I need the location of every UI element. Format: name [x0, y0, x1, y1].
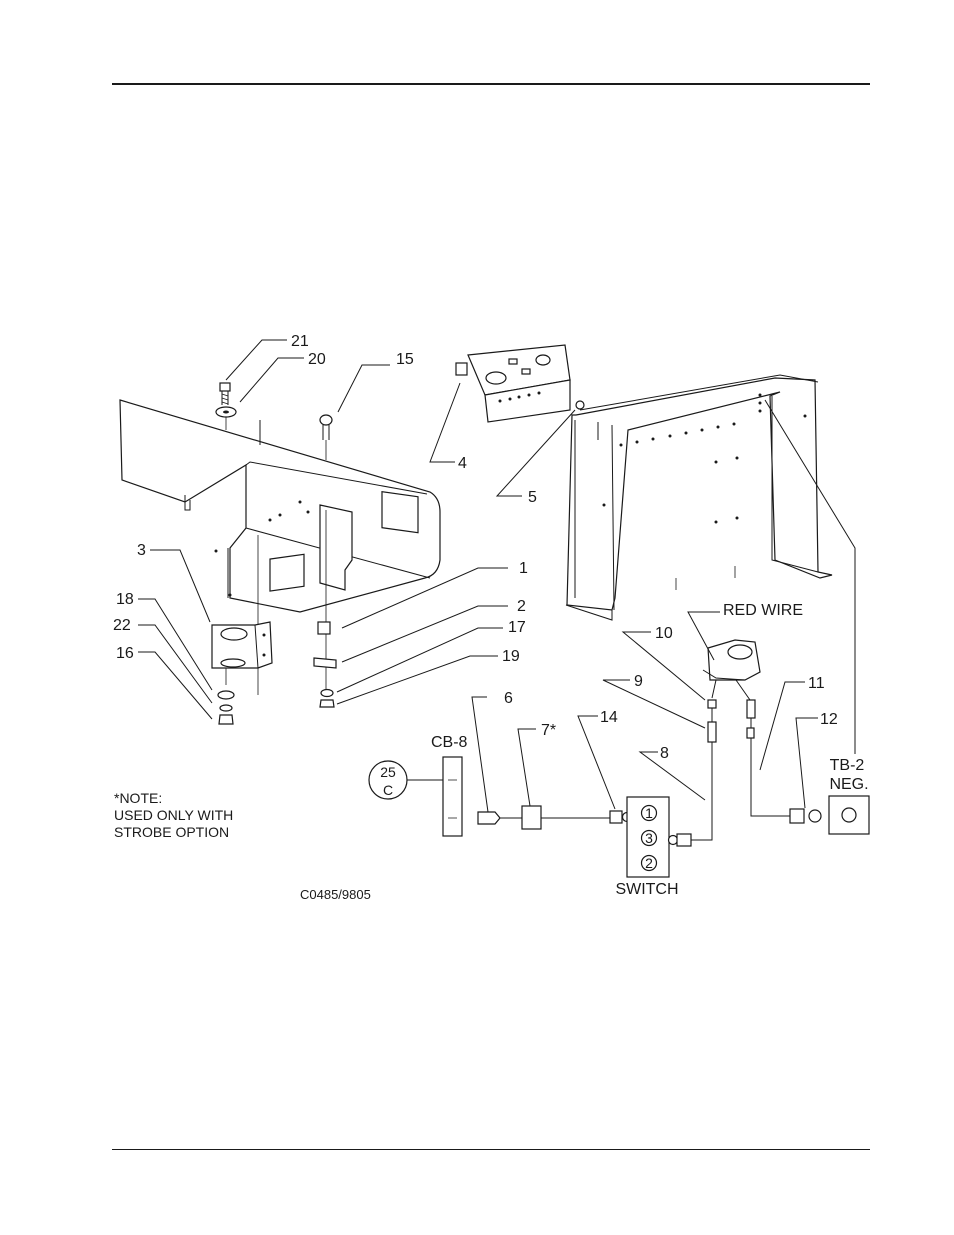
- connector-10: [707, 699, 717, 709]
- callout-numbers: 21 20 15 4 5 3 1 2 17 19 18 22 16 10 9 6…: [113, 333, 838, 762]
- callout-7-star: 7*: [541, 722, 556, 739]
- right-chassis: [565, 374, 833, 621]
- panel-bracket: [319, 504, 353, 591]
- switch-pin-3: [640, 829, 658, 847]
- callout-18: 18: [116, 591, 134, 608]
- callout-5: 5: [528, 489, 537, 506]
- breaker-rating-top: 25: [380, 764, 396, 780]
- callout-22: 22: [113, 617, 131, 634]
- connector-7: [521, 805, 542, 830]
- connector-11-lower: [746, 727, 755, 739]
- callout-19: 19: [502, 648, 520, 665]
- switch-pin-2: [640, 854, 658, 872]
- washer-18: [217, 690, 235, 700]
- note-line-3: STROBE OPTION: [114, 824, 229, 840]
- terminal-12: [789, 808, 805, 824]
- left-panel-assembly: [119, 399, 441, 695]
- connector-9: [707, 721, 717, 743]
- panel-window-lower: [269, 553, 305, 592]
- footer-rule: [112, 1149, 870, 1150]
- switch-label: SWITCH: [615, 881, 678, 898]
- terminal-8-ring: [667, 834, 679, 846]
- clip-4: [455, 362, 468, 376]
- drawing-code: C0485/9805: [300, 887, 371, 902]
- callout-3: 3: [137, 542, 146, 559]
- callout-11: 11: [808, 675, 825, 692]
- note-line-2: USED ONLY WITH: [114, 807, 233, 823]
- terminal-14: [609, 810, 623, 824]
- switch-pin-1-label: 1: [645, 805, 653, 821]
- header-rule: [112, 83, 870, 85]
- callout-9: 9: [634, 673, 643, 690]
- red-wire-bracket: [702, 639, 761, 701]
- callout-2: 2: [517, 598, 526, 615]
- nut-19: [319, 699, 335, 708]
- callout-4: 4: [458, 455, 467, 472]
- breaker-rating-bottom: C: [383, 782, 393, 798]
- terminal-6: [477, 811, 501, 825]
- breaker-cb8: [407, 756, 463, 837]
- clip-2: [313, 657, 337, 669]
- callout-20: 20: [308, 351, 326, 368]
- panel-window-upper: [381, 491, 419, 534]
- washer-17: [320, 688, 334, 698]
- tb2-neg-label: NEG.: [829, 776, 868, 793]
- cb8-label: CB-8: [431, 734, 468, 751]
- switch-pin-2-label: 2: [645, 855, 653, 871]
- screw-21: [219, 382, 231, 405]
- switch-pin-1: [640, 804, 658, 822]
- strobe-note: *NOTE: USED ONLY WITH STROBE OPTION: [114, 790, 233, 840]
- callout-15: 15: [396, 351, 414, 368]
- callout-12: 12: [820, 711, 838, 728]
- terminal-8: [676, 833, 692, 847]
- connector-11-upper: [746, 699, 756, 719]
- note-line-1: *NOTE:: [114, 790, 162, 806]
- clip-1: [317, 621, 331, 635]
- callout-16: 16: [116, 645, 134, 662]
- nut-16: [218, 714, 234, 725]
- bracket-3: [211, 621, 273, 685]
- switch-pin-3-label: 3: [645, 830, 653, 846]
- tb2-label: TB-2: [830, 757, 865, 774]
- callout-21: 21: [291, 333, 309, 350]
- callout-10: 10: [655, 625, 673, 642]
- nut-5: [575, 400, 585, 410]
- callout-8: 8: [660, 745, 669, 762]
- callout-14: 14: [600, 709, 618, 726]
- callout-6: 6: [504, 690, 513, 707]
- leader-lines: [138, 339, 856, 813]
- top-bracket-assembly: [467, 344, 571, 423]
- red-wire-label: RED WIRE: [723, 602, 803, 619]
- callout-17: 17: [508, 619, 526, 636]
- lockwasher-22: [219, 704, 233, 712]
- callout-1: 1: [519, 560, 528, 577]
- terminal-block-tb2: [828, 795, 870, 835]
